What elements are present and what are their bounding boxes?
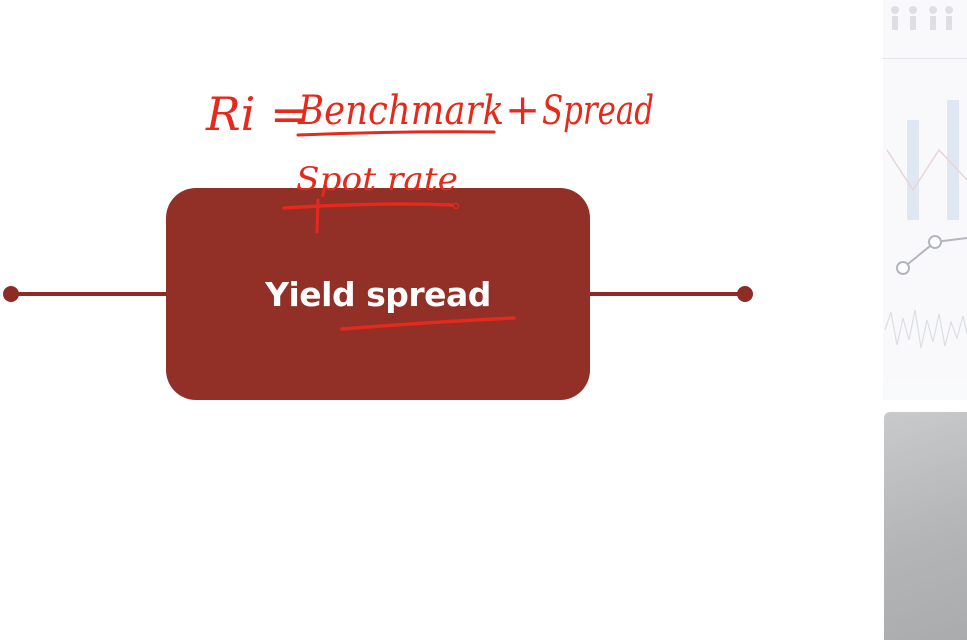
plus-sign: + <box>505 85 540 134</box>
yield-spread-box: Yield spread <box>166 188 590 400</box>
benchmark-term: Benchmark <box>297 88 504 134</box>
thumbnail-separator <box>883 58 967 59</box>
left-endpoint-dot <box>3 286 19 302</box>
equation-lhs: Ri = <box>205 87 309 141</box>
right-connector-line <box>588 292 744 296</box>
slide-thumbnail-panel[interactable] <box>883 0 967 400</box>
thumbnail-graphics <box>884 6 967 349</box>
benchmark-underline <box>296 130 496 137</box>
spread-term: Spread <box>542 88 654 134</box>
yield-spread-label: Yield spread <box>265 274 491 314</box>
right-endpoint-dot <box>737 286 753 302</box>
presenter-video-thumbnail[interactable] <box>884 412 967 640</box>
left-connector-line <box>10 292 168 296</box>
